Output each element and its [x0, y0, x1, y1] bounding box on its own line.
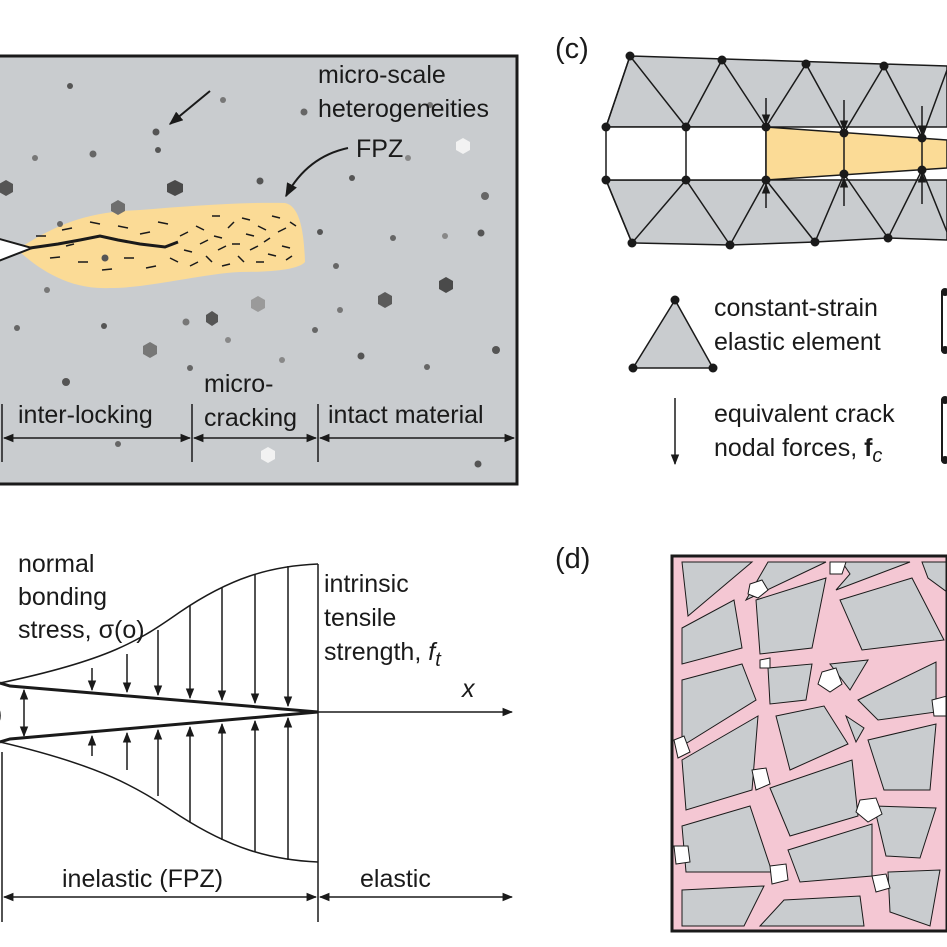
heterogeneities: [0, 83, 500, 468]
label-cracking: cracking: [204, 404, 297, 432]
fpz-cells: [765, 126, 947, 181]
mesh-bottom-band: [604, 179, 947, 246]
label-intrinsic: intrinsic: [324, 570, 409, 598]
lattice-cells: [681, 561, 947, 927]
fpz-pointer: [285, 147, 349, 198]
label-inelastic: inelastic (FPZ): [62, 865, 223, 893]
panel-b: normal bonding stress, σ(o) intrinsic te…: [0, 550, 514, 922]
legend-element-line1: constant-strain: [714, 294, 878, 322]
label-fpz: FPZ: [356, 135, 403, 163]
main-crack: [29, 234, 179, 250]
crack-opening: [0, 238, 36, 262]
label-normal: normal: [18, 550, 94, 578]
panel-d: (d): [555, 543, 947, 933]
label-elastic: elastic: [360, 865, 431, 893]
label-strength-text: strength,: [324, 638, 428, 666]
legend-force-text: nodal forces,: [714, 434, 864, 462]
bonding-stress-arrows: [87, 566, 293, 860]
label-inter-locking: inter-locking: [18, 401, 153, 429]
legend-element-icon: [631, 298, 715, 369]
fc-symbol: f: [864, 434, 873, 462]
label-stress: stress, σ(o): [18, 616, 145, 644]
legend-force-line1: equivalent crack: [714, 400, 895, 428]
label-micro: micro-: [204, 370, 273, 398]
x-axis-label: x: [461, 675, 476, 703]
crack-face-top: [0, 681, 319, 714]
lattice-nodes: [673, 561, 947, 893]
microcracks: [36, 215, 297, 271]
nodal-force-arrows: [761, 98, 927, 208]
panel-c: (c): [555, 33, 947, 467]
label-tensile: tensile: [324, 604, 396, 632]
crack-face-bottom: [0, 710, 319, 744]
mesh-nodes: [601, 51, 927, 250]
legend-force-line2: nodal forces, fc: [714, 434, 882, 467]
label-strength: strength, ft: [324, 638, 442, 671]
label-intact-material: intact material: [328, 401, 484, 429]
ft-symbol: f: [428, 638, 438, 666]
label-heterogeneities: heterogeneities: [318, 95, 489, 123]
label-bonding: bonding: [18, 583, 107, 611]
stress-envelope-top: [0, 563, 319, 684]
panel-d-label: (d): [555, 543, 590, 575]
panel-d-frame: [670, 554, 947, 933]
opening-label: ): [0, 700, 2, 728]
stress-envelope-bottom: [0, 741, 319, 863]
ft-subscript: t: [435, 649, 442, 671]
fc-subscript: c: [872, 445, 882, 467]
label-micro-scale: micro-scale: [318, 61, 446, 89]
panel-a: micro-scale heterogeneities FPZ micro- i…: [0, 54, 519, 486]
panel-c-label: (c): [555, 33, 589, 65]
legend-element-line2: elastic element: [714, 328, 881, 356]
heterogeneity-pointer: [168, 90, 211, 125]
